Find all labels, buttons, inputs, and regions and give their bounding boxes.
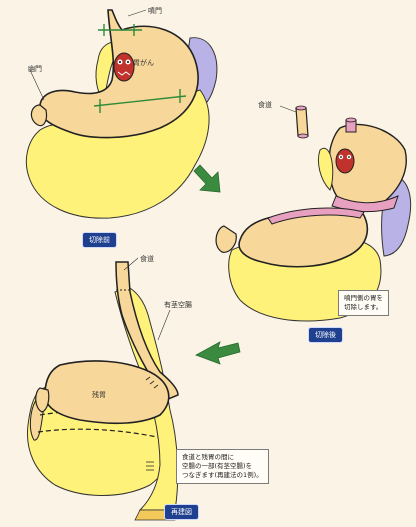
note-recon-line-2: 空腸の一部(有茎空腸)を: [182, 462, 263, 471]
note-after-line-1: 噴門側の胃を: [344, 294, 383, 303]
badge-before: 切除前: [82, 232, 117, 248]
tumor-icon: [114, 53, 134, 81]
tumor-icon-after: [336, 149, 354, 173]
label-gastric-cancer: 胃がん: [133, 58, 154, 68]
duodenum-shape: [31, 105, 46, 126]
badge-reconstruction: 再建図: [164, 504, 199, 520]
label-cardia: 噴門: [148, 6, 162, 16]
note-reconstruction: 食道と残胃の間に 空腸の一部(有茎空腸)を つなぎます(再建法の1例)。: [176, 449, 269, 484]
label-esophagus-bottom: 食道: [140, 254, 154, 264]
note-after-resection: 噴門側の胃を 切除します。: [338, 290, 389, 316]
label-remnant-stomach: 残胃: [92, 390, 106, 400]
esophagus-segment: [296, 108, 308, 136]
label-pylorus: 幽門: [28, 64, 42, 74]
note-after-line-2: 切除します。: [344, 303, 383, 312]
label-jejunum: 有茎空腸: [164, 300, 192, 310]
note-recon-line-1: 食道と残胃の間に: [182, 453, 263, 462]
label-esophagus-top: 食道: [258, 100, 272, 110]
badge-after: 切除後: [308, 327, 343, 343]
note-recon-line-3: つなぎます(再建法の1例)。: [182, 471, 263, 480]
